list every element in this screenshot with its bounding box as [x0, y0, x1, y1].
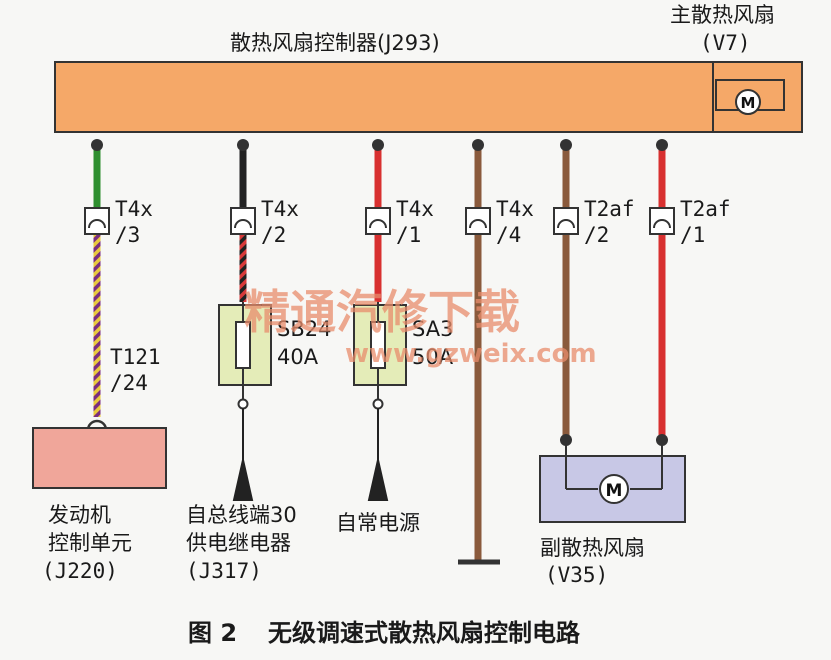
connector-name: T4x — [496, 197, 534, 221]
main-fan-code: (V7) — [700, 31, 751, 55]
t121-connector-icon — [86, 419, 108, 431]
fuse-label: SB24 — [277, 317, 331, 341]
caption-title: 无级调速式散热风扇控制电路 — [268, 619, 581, 647]
aux-fan-code: (V35) — [545, 563, 608, 587]
connector-pin: /2 — [584, 223, 609, 247]
connector-name: T2af — [584, 197, 635, 221]
connector-name: T4x — [261, 197, 299, 221]
connector-icon-t4x-2 — [230, 207, 256, 235]
connector-pin: /1 — [680, 223, 705, 247]
main-fan-motor-icon: M — [715, 79, 785, 115]
controller-label: 散热风扇控制器(J293) — [230, 31, 440, 55]
relay-source-code: (J317) — [186, 559, 262, 583]
relay-source-line1: 自总线端30 — [186, 503, 297, 527]
fuse-rating: 50A — [412, 345, 454, 369]
fuse-sb24 — [218, 302, 272, 501]
connector-name: T2af — [680, 197, 731, 221]
connector-icon-t2af-1 — [649, 207, 675, 235]
connector-icon-t4x-1 — [365, 207, 391, 235]
connector-name: T4x — [115, 197, 153, 221]
fuse-rating: 40A — [277, 345, 319, 369]
engine-ecu-line2: 控制单元 — [48, 531, 132, 555]
controller-block — [54, 61, 803, 133]
watermark-line2: www.gzweix.com — [345, 339, 597, 369]
watermark-line1: 精通汽修下载 — [244, 285, 520, 339]
relay-source-line2: 供电继电器 — [186, 531, 291, 555]
t121-pin: /24 — [110, 371, 148, 395]
connector-icon-t4x-3 — [84, 207, 110, 235]
connector-icon-t4x-4 — [465, 207, 491, 235]
terminal-icon — [232, 408, 254, 501]
caption-fig: 图 2 — [188, 619, 237, 647]
aux-fan-motor-symbol: M — [606, 481, 623, 501]
engine-ecu-box — [32, 427, 167, 489]
engine-ecu-code: (J220) — [42, 559, 118, 583]
connector-pin: /2 — [261, 223, 286, 247]
terminal-icon — [367, 408, 389, 501]
wire-black-red — [239, 232, 247, 302]
connector-name: T4x — [396, 197, 434, 221]
aux-fan-motor-icon: M — [565, 440, 663, 504]
t121-name: T121 — [110, 345, 161, 369]
engine-ecu-line1: 发动机 — [48, 503, 111, 527]
aux-fan-label: 副散热风扇 — [540, 536, 645, 560]
fuse-label: SA3 — [412, 317, 453, 341]
connector-pin: /1 — [396, 223, 421, 247]
connector-pin: /4 — [496, 223, 521, 247]
connector-pin: /3 — [115, 223, 140, 247]
fuse-sa3 — [353, 302, 407, 501]
wire-violet-yellow — [93, 232, 101, 417]
main-fan-motor-symbol: M — [741, 94, 756, 112]
connector-icon-t2af-2 — [553, 207, 579, 235]
main-fan-label: 主散热风扇 — [670, 3, 775, 27]
constant-power-label: 自常电源 — [336, 511, 420, 535]
